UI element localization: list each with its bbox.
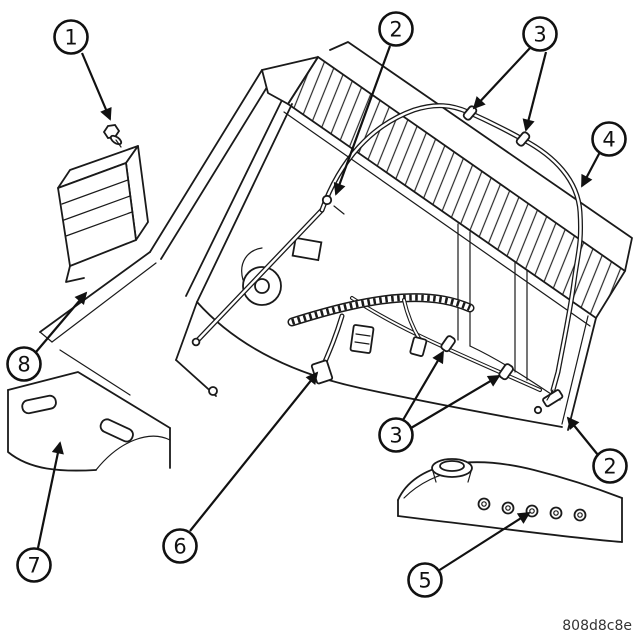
callout-arrow <box>36 441 64 549</box>
callout-number: 8 <box>17 353 30 377</box>
callout-arrow <box>581 151 601 188</box>
callout-number: 1 <box>64 26 77 50</box>
callout-circle <box>407 562 443 598</box>
fender-drawing <box>7 371 171 472</box>
cowl-panel-drawing <box>39 41 633 431</box>
callout-circle <box>6 346 42 382</box>
callout-7: 7 <box>16 441 64 583</box>
callout-circle <box>378 11 414 47</box>
callout-arrow <box>437 512 531 572</box>
harness-drawing <box>287 293 475 385</box>
callout-3-middle: 3 <box>378 350 501 453</box>
callout-circle <box>591 121 627 157</box>
callout-arrow <box>35 291 88 353</box>
callout-arrow <box>80 52 112 121</box>
callout-circle <box>378 417 414 453</box>
callout-number: 3 <box>389 424 402 448</box>
callout-2-top: 2 <box>333 11 414 196</box>
callout-circle <box>522 16 558 52</box>
callout-number: 2 <box>603 455 616 479</box>
callout-circle <box>16 547 52 583</box>
module-drawing <box>57 145 149 283</box>
body-bolt-drawing <box>208 386 218 396</box>
callout-3-top: 3 <box>472 16 558 132</box>
callout-6: 6 <box>162 371 319 564</box>
callout-number: 6 <box>173 535 186 559</box>
callout-4: 4 <box>581 121 627 188</box>
hose-fitting-drawing <box>533 389 564 415</box>
callout-number: 5 <box>418 569 431 593</box>
callout-number: 3 <box>533 23 546 47</box>
callout-number: 2 <box>389 18 402 42</box>
callout-arrow <box>566 416 599 456</box>
callout-8: 8 <box>6 291 88 382</box>
callout-1: 1 <box>53 19 112 121</box>
callout-2-bottom: 2 <box>566 416 628 484</box>
callout-circle <box>53 19 89 55</box>
callout-arrow <box>410 375 501 429</box>
vacuum-hose-drawing <box>191 103 584 415</box>
callout-circle <box>162 528 198 564</box>
mounting-bolt-drawing <box>102 124 123 148</box>
callout-number: 7 <box>27 554 40 578</box>
callout-arrow <box>333 45 392 196</box>
engine-block-drawing <box>397 458 623 543</box>
harness-connector <box>310 359 334 385</box>
figure-code: 808d8c8e <box>562 618 632 634</box>
callout-arrow <box>522 51 548 132</box>
callout-number: 4 <box>602 128 615 152</box>
callout-arrow <box>402 350 444 421</box>
callout-arrow <box>472 47 531 110</box>
callout-5: 5 <box>407 512 531 598</box>
callout-circle <box>592 448 628 484</box>
callout-arrow <box>189 371 319 532</box>
blower-motor-drawing <box>241 236 323 306</box>
hose-clip-screw <box>321 194 333 206</box>
